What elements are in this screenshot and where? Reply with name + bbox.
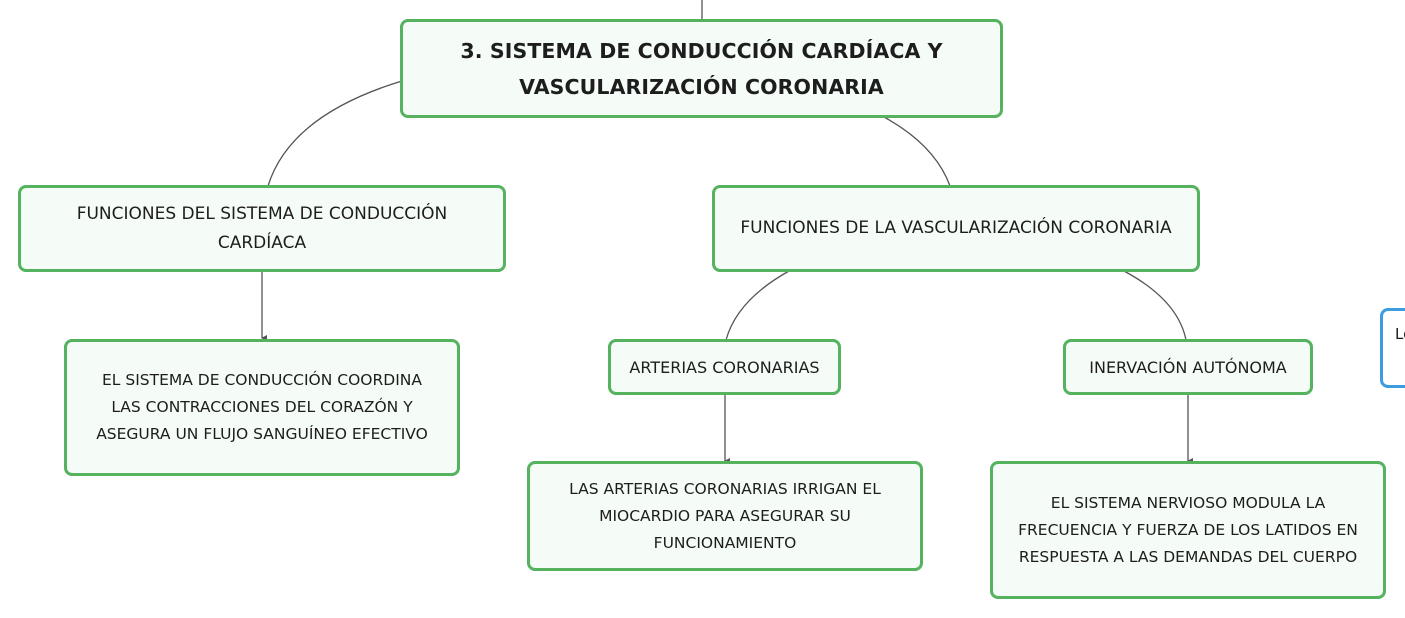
inervacion-detail-line-2: FRECUENCIA Y FUERZA DE LOS LATIDOS EN	[1018, 520, 1358, 539]
conduccion-functions-text: FUNCIONES DEL SISTEMA DE CONDUCCIÓN CARD…	[77, 200, 448, 258]
root-topic-line-2: VASCULARIZACIÓN CORONARIA	[519, 74, 884, 99]
conduccion-detail-line-3: ASEGURA UN FLUJO SANGUÍNEO EFECTIVO	[96, 425, 428, 443]
arterias-detail-line-1: LAS ARTERIAS CORONARIAS IRRIGAN EL	[569, 479, 881, 498]
root-topic-text: 3. SISTEMA DE CONDUCCIÓN CARDÍACA Y VASC…	[460, 33, 942, 105]
connector-root-to-vascularizacion	[883, 116, 951, 187]
arterias-coronarias-node[interactable]: ARTERIAS CORONARIAS	[608, 339, 841, 395]
arterias-detail-line-3: FUNCIONAMIENTO	[653, 533, 797, 552]
vascularizacion-functions-label: FUNCIONES DE LA VASCULARIZACIÓN CORONARI…	[740, 218, 1172, 238]
conduccion-functions-node[interactable]: FUNCIONES DEL SISTEMA DE CONDUCCIÓN CARD…	[18, 185, 506, 272]
arterias-detail-line-2: MIOCARDIO PARA ASEGURAR SU	[599, 506, 851, 525]
inervacion-autonoma-label: INERVACIÓN AUTÓNOMA	[1089, 357, 1287, 377]
vascularizacion-functions-node[interactable]: FUNCIONES DE LA VASCULARIZACIÓN CORONARI…	[712, 185, 1200, 272]
connector-root-to-conduccion	[267, 80, 403, 187]
conduccion-detail-node[interactable]: EL SISTEMA DE CONDUCCIÓN COORDINA LAS CO…	[64, 339, 460, 476]
arterias-detail-text: LAS ARTERIAS CORONARIAS IRRIGAN EL MIOCA…	[569, 476, 881, 557]
inervacion-detail-node[interactable]: EL SISTEMA NERVIOSO MODULA LA FRECUENCIA…	[990, 461, 1386, 599]
arterias-coronarias-label: ARTERIAS CORONARIAS	[629, 357, 820, 377]
inervacion-detail-line-1: EL SISTEMA NERVIOSO MODULA LA	[1050, 493, 1326, 512]
inervacion-autonoma-node[interactable]: INERVACIÓN AUTÓNOMA	[1063, 339, 1313, 395]
inervacion-detail-line-3: RESPUESTA A LAS DEMANDAS DEL CUERPO	[1018, 547, 1358, 566]
conduccion-detail-line-1: EL SISTEMA DE CONDUCCIÓN COORDINA	[102, 371, 422, 389]
conduccion-detail-text: EL SISTEMA DE CONDUCCIÓN COORDINA LAS CO…	[96, 367, 428, 448]
connector-vascularizacion-to-inervacion	[1123, 270, 1187, 341]
offscreen-partial-node-text: Lo	[1395, 325, 1405, 343]
root-topic-node[interactable]: 3. SISTEMA DE CONDUCCIÓN CARDÍACA Y VASC…	[400, 19, 1003, 118]
connector-vascularizacion-to-arterias	[725, 270, 790, 341]
conduccion-functions-line-1: FUNCIONES DEL SISTEMA DE CONDUCCIÓN	[76, 203, 448, 224]
offscreen-partial-node[interactable]: Lo	[1380, 308, 1405, 388]
conduccion-detail-line-2: LAS CONTRACCIONES DEL CORAZÓN Y	[111, 398, 413, 416]
root-topic-line-1: 3. SISTEMA DE CONDUCCIÓN CARDÍACA Y	[460, 38, 943, 63]
conduccion-functions-line-2: CARDÍACA	[217, 232, 307, 253]
inervacion-detail-text: EL SISTEMA NERVIOSO MODULA LA FRECUENCIA…	[1018, 490, 1358, 571]
arterias-detail-node[interactable]: LAS ARTERIAS CORONARIAS IRRIGAN EL MIOCA…	[527, 461, 923, 571]
